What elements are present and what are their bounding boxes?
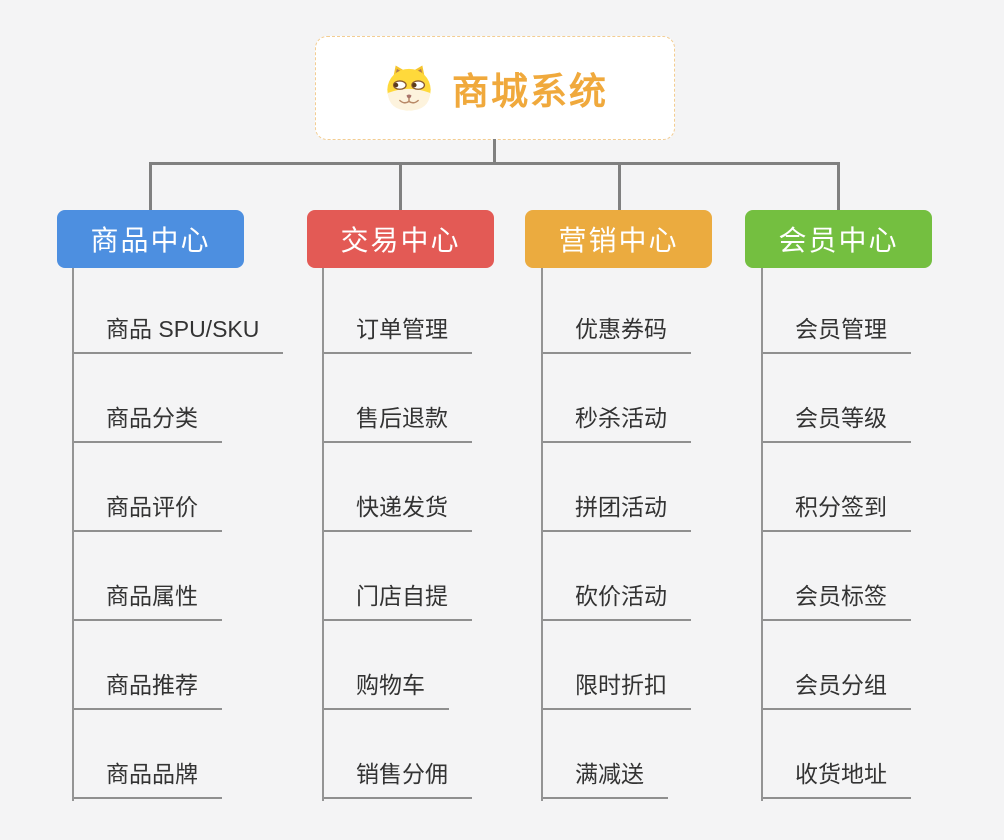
connector-stub-2 <box>399 162 402 211</box>
leaf-node[interactable]: 商品分类 <box>74 402 222 443</box>
leaf-node[interactable]: 购物车 <box>324 669 449 710</box>
leaf-node[interactable]: 会员管理 <box>763 313 911 354</box>
connector-root-stub <box>493 139 496 164</box>
root-title: 商城系统 <box>452 71 608 112</box>
leaf-node[interactable]: 商品评价 <box>74 491 222 532</box>
root-node[interactable]: 商城系统 <box>315 36 675 140</box>
connector-stub-4 <box>837 162 840 211</box>
leaf-node[interactable]: 砍价活动 <box>543 580 691 621</box>
leaf-node[interactable]: 积分签到 <box>763 491 911 532</box>
leaf-node[interactable]: 满减送 <box>543 758 668 799</box>
leaf-node[interactable]: 门店自提 <box>324 580 472 621</box>
leaf-column-marketing: 优惠券码 秒杀活动 拼团活动 砍价活动 限时折扣 满减送 <box>541 268 821 801</box>
connector-stub-1 <box>149 162 152 211</box>
leaf-node[interactable]: 商品 SPU/SKU <box>74 313 284 354</box>
leaf-node[interactable]: 商品品牌 <box>74 758 222 799</box>
connector-stub-3 <box>618 162 621 211</box>
leaf-node[interactable]: 商品属性 <box>74 580 222 621</box>
branch-node-product-center[interactable]: 商品中心 <box>57 210 244 268</box>
leaf-node[interactable]: 快递发货 <box>324 491 472 532</box>
dog-face-icon <box>387 65 431 111</box>
leaf-node[interactable]: 限时折扣 <box>543 669 691 710</box>
branch-node-member-center[interactable]: 会员中心 <box>745 210 932 268</box>
leaf-node[interactable]: 订单管理 <box>324 313 472 354</box>
leaf-node[interactable]: 售后退款 <box>324 402 472 443</box>
leaf-node[interactable]: 销售分佣 <box>324 758 472 799</box>
leaf-node[interactable]: 优惠券码 <box>543 313 691 354</box>
leaf-node[interactable]: 会员等级 <box>763 402 911 443</box>
leaf-node[interactable]: 会员分组 <box>763 669 911 710</box>
connector-horizontal <box>149 162 840 165</box>
leaf-node[interactable]: 收货地址 <box>763 758 911 799</box>
leaf-node[interactable]: 商品推荐 <box>74 669 222 710</box>
leaf-node[interactable]: 秒杀活动 <box>543 402 691 443</box>
leaf-column-trade: 订单管理 售后退款 快递发货 门店自提 购物车 销售分佣 <box>322 268 602 801</box>
leaf-node[interactable]: 会员标签 <box>763 580 911 621</box>
leaf-node[interactable]: 拼团活动 <box>543 491 691 532</box>
leaf-column-product: 商品 SPU/SKU 商品分类 商品评价 商品属性 商品推荐 商品品牌 <box>72 268 352 801</box>
branch-node-trade-center[interactable]: 交易中心 <box>307 210 494 268</box>
branch-node-marketing-center[interactable]: 营销中心 <box>525 210 712 268</box>
leaf-column-member: 会员管理 会员等级 积分签到 会员标签 会员分组 收货地址 <box>761 268 1004 801</box>
